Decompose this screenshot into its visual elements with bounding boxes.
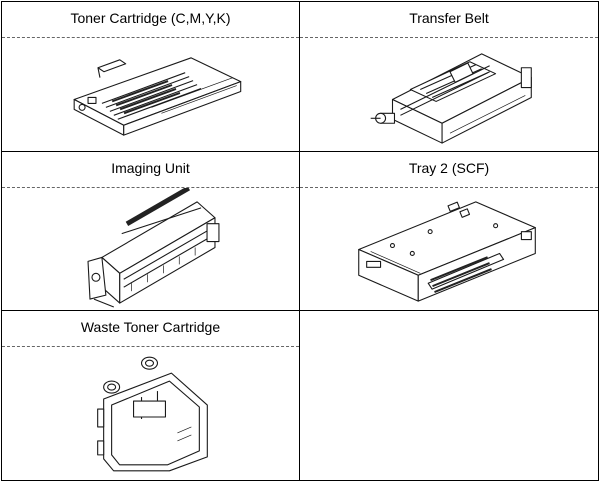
cell-waste-toner-cartridge: Waste Toner Cartridge: [2, 311, 300, 480]
cell-title: Transfer Belt: [300, 2, 598, 38]
cell-transfer-belt: Transfer Belt: [300, 2, 598, 152]
cell-tray-2-scf: Tray 2 (SCF): [300, 152, 598, 311]
cell-title: Waste Toner Cartridge: [2, 311, 299, 347]
transfer-belt-illustration: [300, 38, 598, 151]
cell-empty: [300, 311, 598, 480]
cell-toner-cartridge: Toner Cartridge (C,M,Y,K): [2, 2, 300, 152]
toner-cartridge-illustration: [2, 38, 299, 151]
cell-title: Toner Cartridge (C,M,Y,K): [2, 2, 299, 38]
cell-title: Imaging Unit: [2, 152, 299, 188]
waste-toner-cartridge-illustration: [2, 347, 299, 480]
imaging-unit-illustration: [2, 188, 299, 310]
tray-2-scf-illustration: [300, 188, 598, 310]
cell-title: Tray 2 (SCF): [300, 152, 598, 188]
cell-imaging-unit: Imaging Unit: [2, 152, 300, 311]
